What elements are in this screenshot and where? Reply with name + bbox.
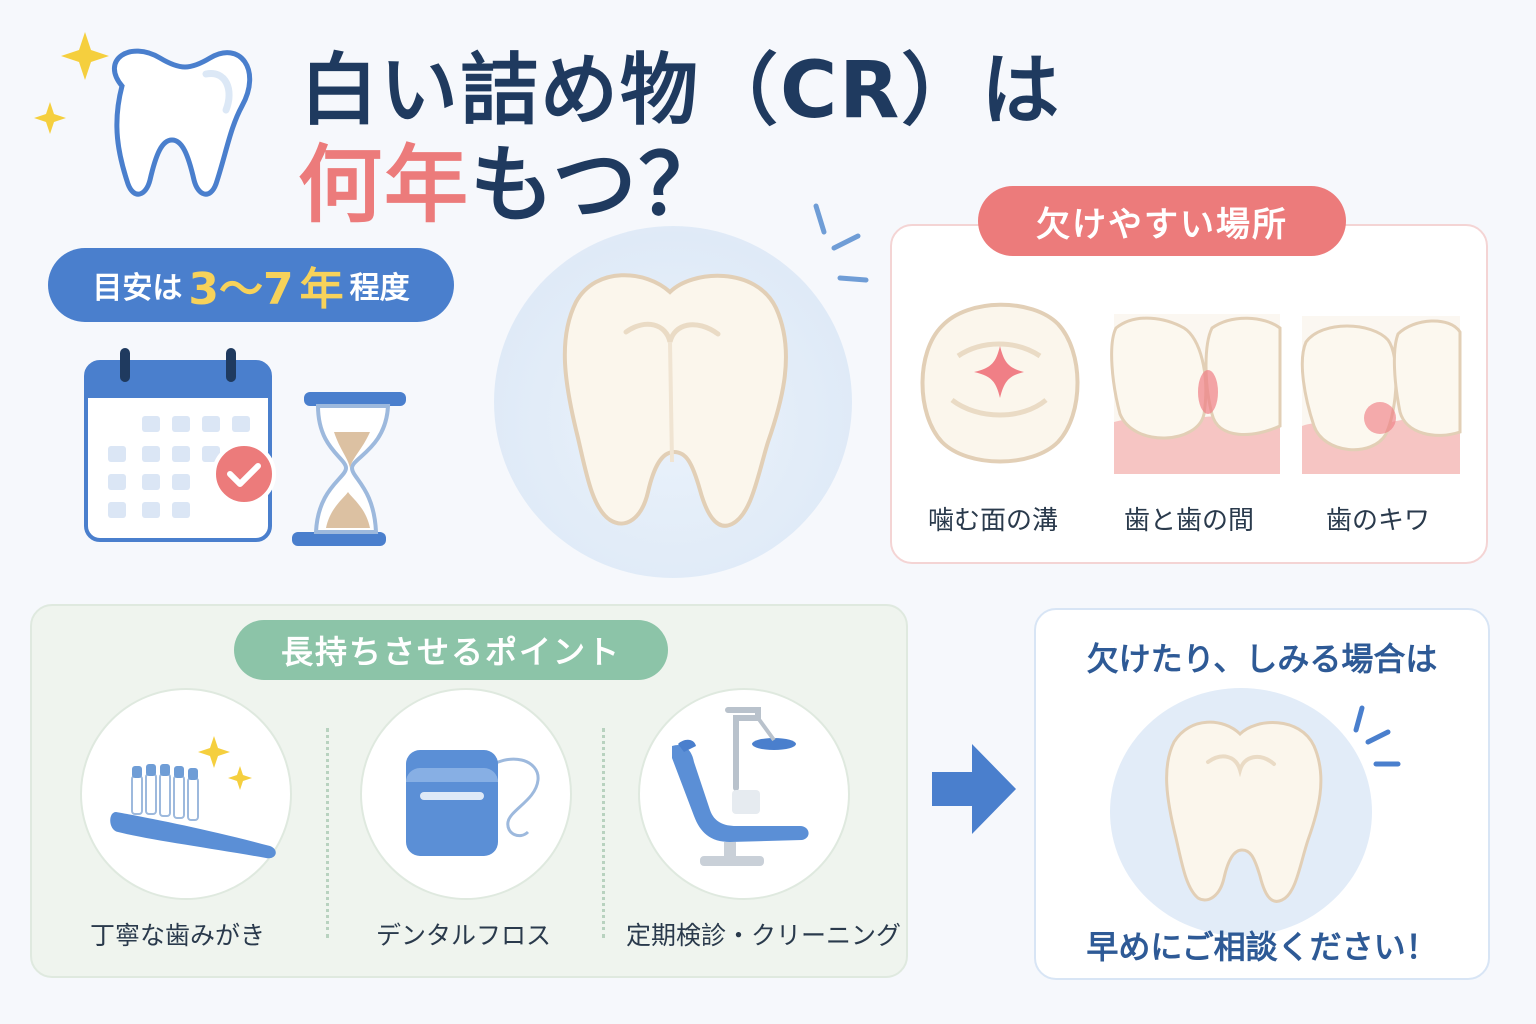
consult-footer: 早めにご相談ください！ — [1086, 928, 1438, 966]
badge-unit: 年 — [299, 264, 344, 315]
page-title-line1: 白い詰め物（CR）は — [300, 46, 1062, 136]
tooth-gumline-icon — [1300, 316, 1462, 474]
consult-tooth-icon — [1165, 720, 1323, 903]
alert-lines-icon — [1353, 705, 1401, 767]
calendar-icon — [84, 348, 276, 542]
weak-spots-heading: 欠けやすい場所 — [978, 186, 1346, 256]
tip-label-2: デンタルフロス — [376, 921, 552, 950]
molar-top-icon — [920, 302, 1080, 464]
title-highlight: 何年 — [298, 136, 471, 234]
tips-heading: 長持ちさせるポイント — [234, 620, 668, 680]
tip-label-3: 定期検診・クリーニング — [626, 921, 902, 950]
hourglass-icon — [292, 392, 406, 546]
weak-spot-label-1: 噛む面の溝 — [928, 506, 1059, 536]
toothbrush-icon — [110, 736, 276, 859]
badge-range: 3〜7 — [188, 264, 294, 315]
tip-divider — [326, 728, 329, 938]
badge-prefix: 目安は — [92, 271, 183, 306]
molar-icon — [562, 273, 788, 528]
consult-heading: 欠けたり、しみる場合は — [1086, 640, 1438, 678]
badge-suffix: 程度 — [349, 271, 410, 306]
dental-chair-icon — [672, 707, 809, 866]
page-title-line2: 何年もつ？ — [298, 118, 725, 239]
title-question: もつ？ — [470, 136, 725, 234]
tooth-logo-icon — [34, 32, 253, 197]
alert-lines-icon — [813, 203, 869, 283]
tip-label-1: 丁寧な歯みがき — [90, 921, 266, 950]
lifespan-badge: 目安は 3〜7 年 程度 — [48, 248, 454, 322]
floss-icon — [406, 750, 540, 856]
weak-spot-label-2: 歯と歯の間 — [1124, 506, 1255, 536]
tip-circle-brushing — [80, 688, 292, 900]
arrow-right-icon — [932, 744, 1016, 834]
teeth-gap-icon — [1110, 314, 1282, 474]
weak-spot-label-3: 歯のキワ — [1326, 506, 1431, 536]
tip-divider — [602, 728, 605, 938]
